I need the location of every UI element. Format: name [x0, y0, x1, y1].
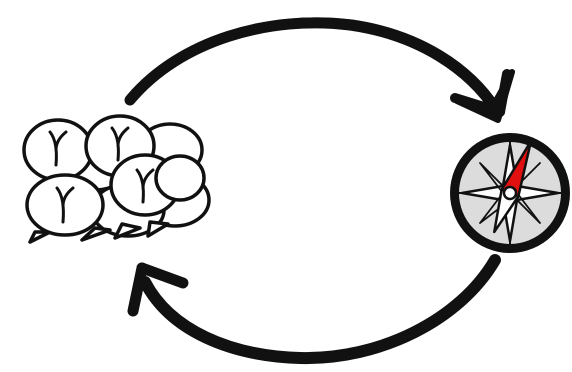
- compass-icon: [450, 133, 570, 253]
- bottom-arrow-icon: [133, 260, 495, 361]
- top-arrow-icon: [130, 20, 512, 120]
- speech-bubbles-icon: [24, 116, 209, 242]
